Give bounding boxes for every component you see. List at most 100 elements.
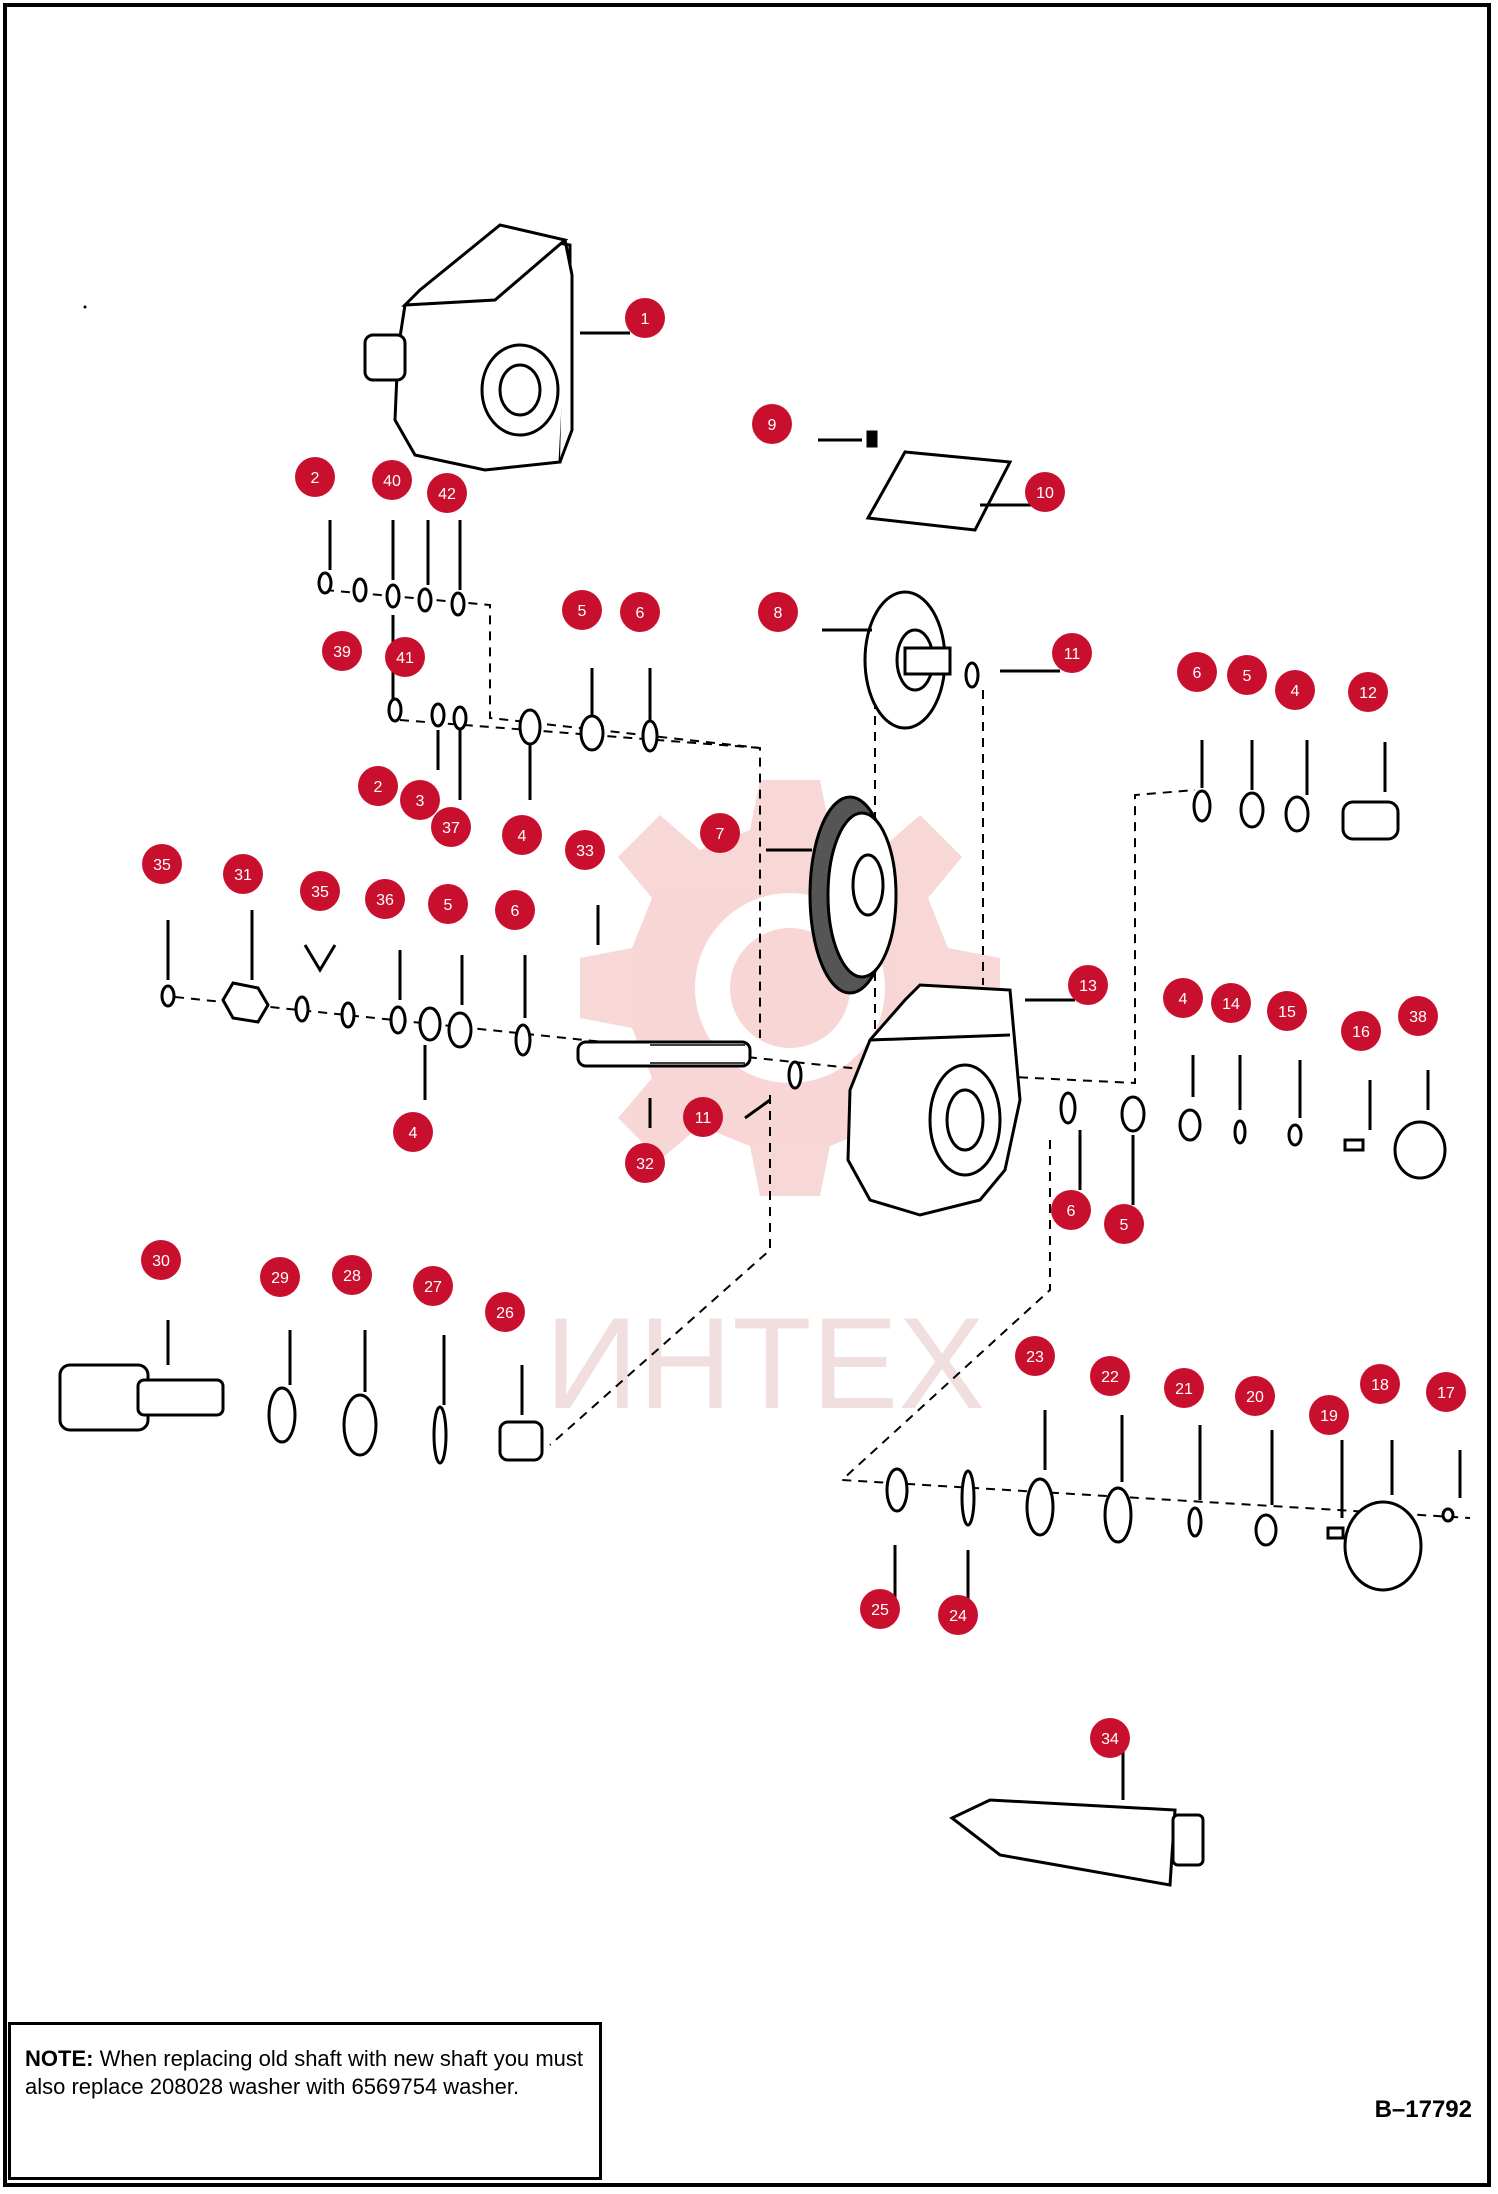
callout-part-7: 7 (700, 813, 740, 853)
callout-part-1: 1 (625, 298, 665, 338)
callout-part-6b: 6 (1177, 652, 1217, 692)
cover-plate (865, 450, 1013, 532)
callout-part-4a: 4 (502, 815, 542, 855)
callout-marker (1068, 965, 1108, 1005)
callout-number: 1 (641, 311, 650, 328)
callout-marker (1348, 672, 1388, 712)
callout-marker (1163, 978, 1203, 1018)
callout-number: 15 (1278, 1004, 1296, 1021)
callout-number: 30 (152, 1253, 170, 1270)
callout-marker (485, 1292, 525, 1332)
callout-marker (1104, 1204, 1144, 1244)
callout-marker (427, 473, 467, 513)
callout-part-13: 13 (1068, 965, 1108, 1005)
callout-number: 40 (383, 473, 401, 490)
callout-marker (565, 830, 605, 870)
callout-marker (1227, 655, 1267, 695)
callout-number: 8 (774, 605, 783, 622)
callout-marker (1177, 652, 1217, 692)
callout-number: 31 (234, 867, 252, 884)
callout-number: 17 (1437, 1385, 1455, 1402)
callout-number: 25 (871, 1602, 889, 1619)
callout-part-11b: 11 (683, 1097, 723, 1137)
callout-marker (322, 631, 362, 671)
callout-number: 36 (376, 892, 394, 909)
callout-part-8: 8 (758, 592, 798, 632)
callout-part-14: 14 (1211, 983, 1251, 1023)
callout-part-37: 37 (431, 807, 471, 847)
callout-marker (1052, 633, 1092, 673)
callout-marker (1341, 1011, 1381, 1051)
callout-number: 5 (1243, 668, 1252, 685)
callout-part-42: 42 (427, 473, 467, 513)
callout-marker (683, 1097, 723, 1137)
callout-marker (1164, 1368, 1204, 1408)
callout-number: 18 (1371, 1377, 1389, 1394)
callout-part-35a: 35 (142, 844, 182, 884)
callout-part-33: 33 (565, 830, 605, 870)
callout-number: 28 (343, 1268, 361, 1285)
callout-number: 33 (576, 843, 594, 860)
callout-marker (300, 871, 340, 911)
callout-part-24: 24 (938, 1595, 978, 1635)
hardware-rings (160, 571, 1455, 1592)
callout-part-11a: 11 (1052, 633, 1092, 673)
stray-dot (83, 305, 87, 309)
callout-marker (625, 298, 665, 338)
callout-marker (1015, 1336, 1055, 1376)
callout-number: 4 (1179, 991, 1188, 1008)
shaft-32 (576, 1040, 752, 1068)
callout-part-36: 36 (365, 879, 405, 919)
callout-marker (1426, 1372, 1466, 1412)
grease-tube-34 (949, 1798, 1205, 1887)
lower-housing (846, 983, 1022, 1217)
callout-marker (428, 884, 468, 924)
callout-number: 29 (271, 1270, 289, 1287)
callout-part-16: 16 (1341, 1011, 1381, 1051)
callout-part-25: 25 (860, 1589, 900, 1629)
callout-part-32: 32 (625, 1143, 665, 1183)
callout-marker (431, 807, 471, 847)
callout-part-15: 15 (1267, 991, 1307, 1031)
callout-number: 38 (1409, 1009, 1427, 1026)
callout-number: 2 (311, 470, 320, 487)
gear-8 (863, 590, 952, 730)
callout-marker (752, 404, 792, 444)
callout-marker (358, 766, 398, 806)
callout-marker (938, 1595, 978, 1635)
callout-marker (1360, 1364, 1400, 1404)
callout-part-30: 30 (141, 1240, 181, 1280)
callout-number: 6 (1067, 1203, 1076, 1220)
callout-marker (620, 592, 660, 632)
callout-part-17: 17 (1426, 1372, 1466, 1412)
callout-part-5a: 5 (562, 590, 602, 630)
callout-part-10: 10 (1025, 472, 1065, 512)
callout-part-20: 20 (1235, 1376, 1275, 1416)
callout-marker (385, 637, 425, 677)
watermark-text: ИНТЕХ (545, 1290, 985, 1436)
callout-marker (1090, 1356, 1130, 1396)
callout-number: 14 (1222, 996, 1240, 1013)
callout-number: 11 (1064, 646, 1081, 663)
callout-marker (1235, 1376, 1275, 1416)
screw-9 (866, 430, 878, 448)
callout-number: 4 (1291, 683, 1300, 700)
callout-number: 37 (442, 820, 460, 837)
callout-number: 12 (1359, 685, 1377, 702)
callout-marker (860, 1589, 900, 1629)
callout-marker (1275, 670, 1315, 710)
callout-number: 5 (444, 897, 453, 914)
callout-number: 39 (333, 644, 351, 661)
callout-part-31: 31 (223, 854, 263, 894)
callout-part-38: 38 (1398, 996, 1438, 1036)
callout-number: 6 (1193, 665, 1202, 682)
callout-number: 7 (716, 826, 725, 843)
callout-part-26: 26 (485, 1292, 525, 1332)
callout-part-22: 22 (1090, 1356, 1130, 1396)
callout-number: 27 (424, 1279, 442, 1296)
callout-number: 32 (636, 1156, 654, 1173)
callout-part-41: 41 (385, 637, 425, 677)
callout-number: 11 (695, 1110, 712, 1127)
callout-marker (1211, 983, 1251, 1023)
